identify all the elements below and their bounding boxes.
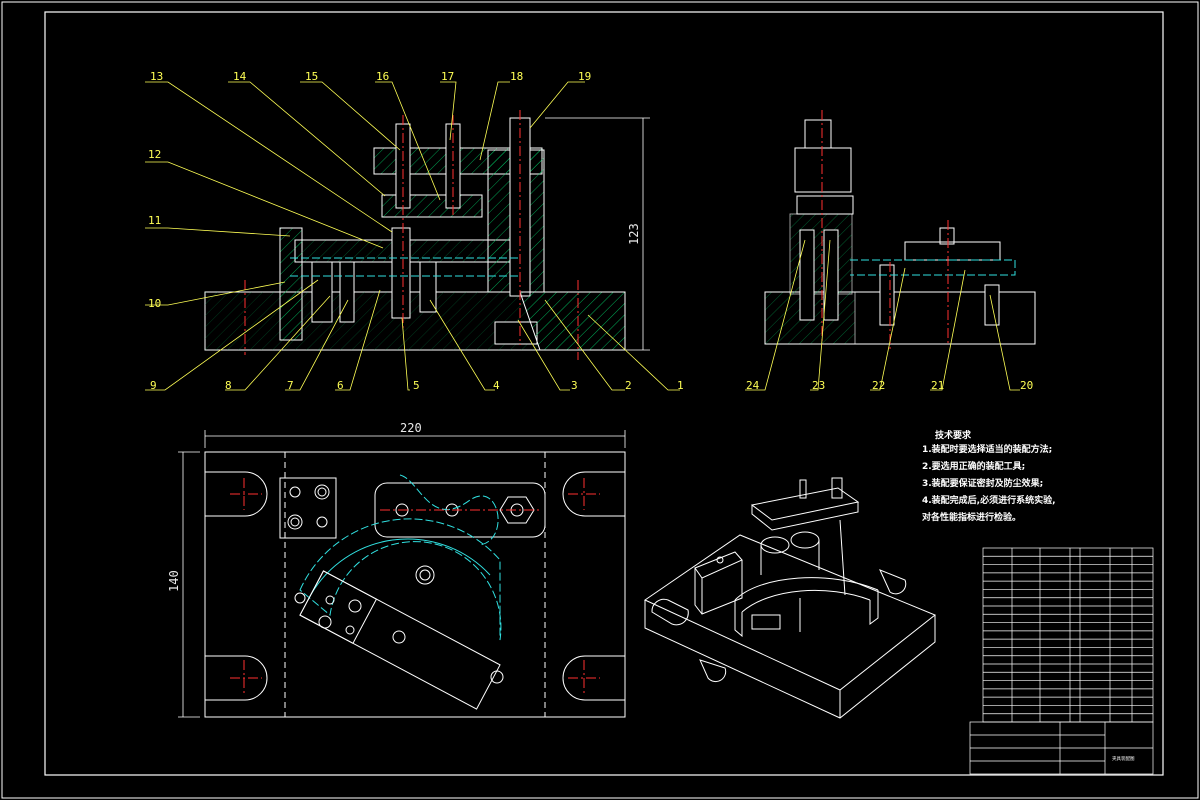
part-number: 16	[376, 70, 389, 83]
dim-width-label: 220	[400, 421, 422, 435]
part-number: 7	[287, 379, 294, 392]
side-view	[764, 110, 1036, 350]
leaders-side	[745, 239, 1020, 391]
drawing-name: 夹具装配图	[1112, 755, 1135, 762]
part-numbers-bottom: 9 8 7 6 5 4 3 2 1	[150, 379, 684, 392]
isometric-view	[643, 477, 936, 719]
part-number: 10	[148, 297, 161, 310]
part-number: 4	[493, 379, 500, 392]
drawing-frame	[44, 11, 1164, 776]
part-number: 12	[148, 148, 161, 161]
dim-width: 220	[204, 421, 626, 448]
part-number: 8	[225, 379, 232, 392]
dim-depth: 140	[167, 451, 200, 718]
part-number: 2	[625, 379, 632, 392]
part-number: 11	[148, 214, 161, 227]
part-number: 18	[510, 70, 523, 83]
part-number: 13	[150, 70, 163, 83]
part-numbers-top: 13 14 15 16 17 18 19	[150, 70, 591, 83]
tech-line: 对各性能指标进行检验。	[922, 511, 1021, 523]
part-number: 1	[677, 379, 684, 392]
part-number: 24	[746, 379, 760, 392]
tech-line: 4.装配完成后,必须进行系统实验,	[922, 494, 1056, 506]
part-number: 3	[571, 379, 578, 392]
part-number: 6	[337, 379, 344, 392]
tech-line: 2.要选用正确的装配工具;	[922, 460, 1025, 472]
part-number: 9	[150, 379, 157, 392]
title-block: 夹具装配图	[969, 547, 1154, 775]
part-number: 15	[305, 70, 318, 83]
part-number: 21	[931, 379, 944, 392]
dim-height: 123	[545, 117, 650, 351]
tech-line: 3.装配要保证密封及防尘效果;	[922, 477, 1043, 489]
leaders-front	[145, 81, 680, 391]
front-view	[204, 110, 626, 360]
part-number: 23	[812, 379, 825, 392]
tech-title: 技术要求	[935, 429, 972, 441]
part-number: 14	[233, 70, 247, 83]
dim-depth-label: 140	[167, 570, 181, 592]
part-numbers-side: 24 23 22 21 20	[746, 379, 1033, 392]
part-number: 19	[578, 70, 591, 83]
tech-line: 1.装配时要选择适当的装配方法;	[922, 443, 1052, 455]
part-numbers-left: 12 11 10	[148, 148, 161, 310]
part-number: 20	[1020, 379, 1033, 392]
technical-requirements: 技术要求 1.装配时要选择适当的装配方法; 2.要选用正确的装配工具; 3.装配…	[922, 429, 1056, 523]
part-number: 22	[872, 379, 885, 392]
dim-height-label: 123	[627, 223, 641, 245]
top-view	[204, 451, 626, 718]
part-number: 17	[441, 70, 454, 83]
part-number: 5	[413, 379, 420, 392]
